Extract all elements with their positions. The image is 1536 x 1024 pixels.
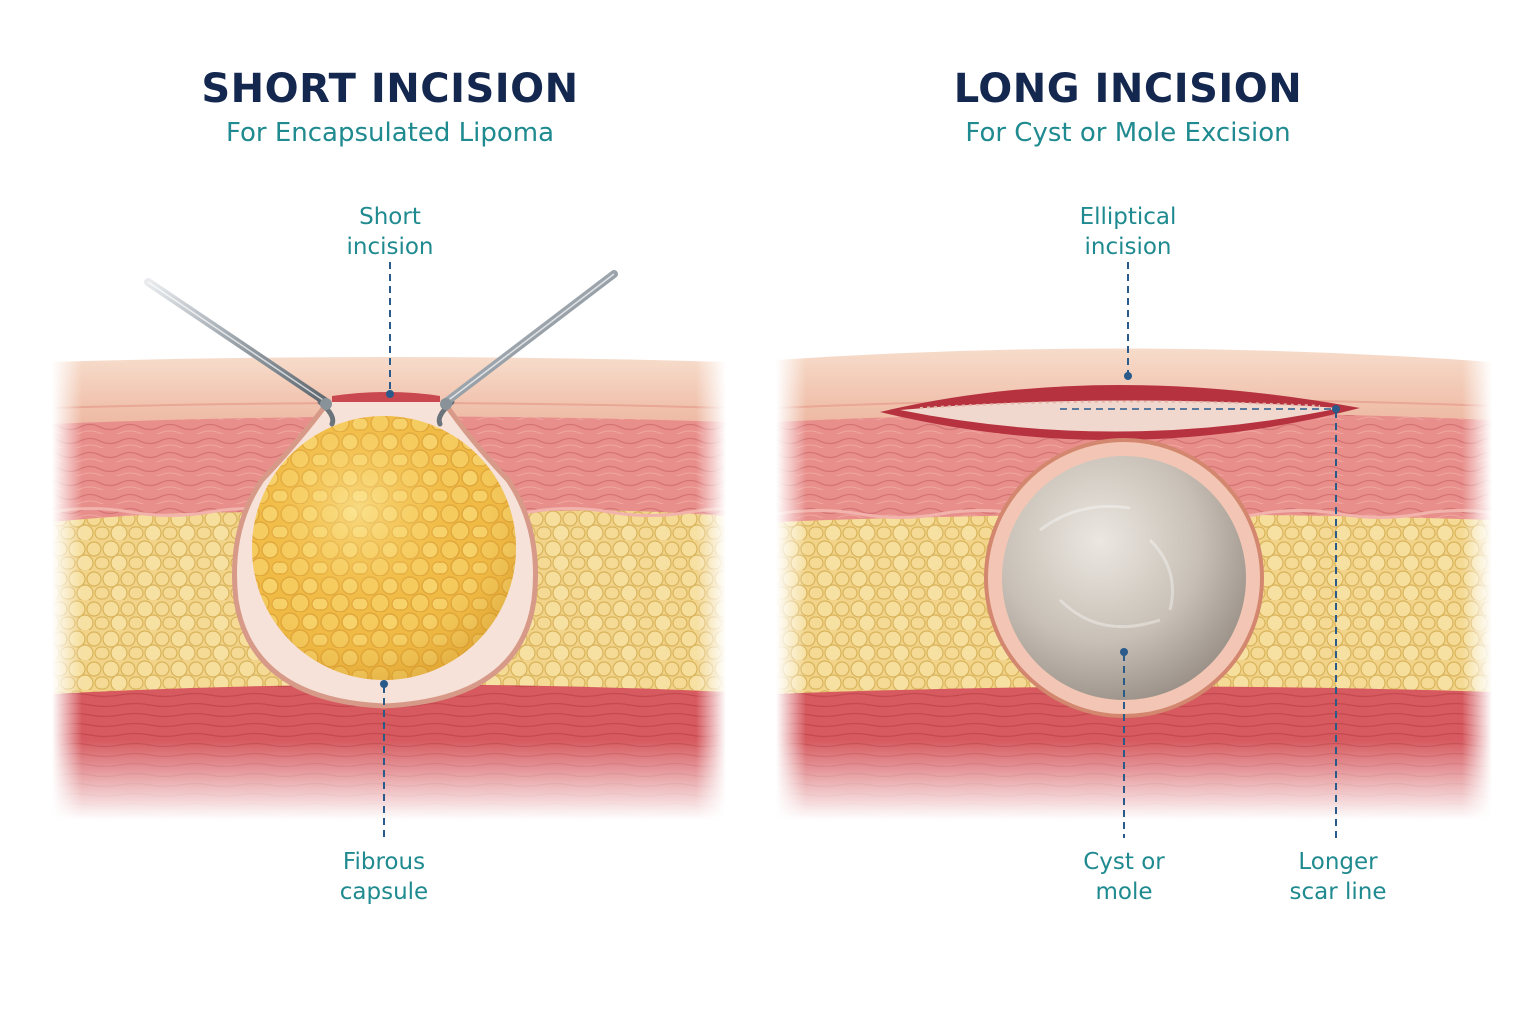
left-skin-block bbox=[52, 340, 726, 820]
label-longer-scar-line: Longer scar line bbox=[1289, 849, 1387, 905]
retractor-instruments bbox=[144, 270, 618, 410]
right-leader-lines bbox=[1060, 262, 1340, 838]
left-panel-title: SHORT INCISION bbox=[201, 66, 579, 112]
label-fibrous-capsule: Fibrous capsule bbox=[339, 849, 429, 905]
label-elliptical-incision: Elliptical incision bbox=[1079, 204, 1177, 260]
left-leader-lines bbox=[380, 262, 394, 838]
right-panel-title: LONG INCISION bbox=[953, 66, 1303, 112]
label-cyst-or-mole: Cyst or mole bbox=[1083, 849, 1165, 905]
label-short-incision: Short incision bbox=[346, 204, 434, 260]
right-skin-block bbox=[776, 330, 1492, 820]
left-panel-subtitle: For Encapsulated Lipoma bbox=[225, 118, 555, 148]
cyst-mass bbox=[1002, 456, 1246, 700]
right-panel-subtitle: For Cyst or Mole Excision bbox=[965, 118, 1291, 148]
